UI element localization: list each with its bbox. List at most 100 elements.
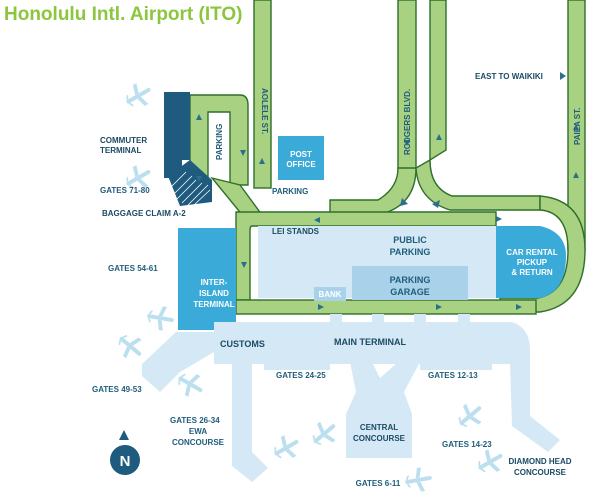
garage-label-2: GARAGE <box>390 287 430 297</box>
commuter-terminal-label-1: COMMUTER <box>100 136 147 145</box>
aolele-street[interactable] <box>253 0 272 189</box>
arrow-icon <box>314 217 320 223</box>
map-title: Honolulu Intl. Airport (ITO) <box>4 4 243 25</box>
customs-label: CUSTOMS <box>220 339 265 349</box>
arrow-icon <box>318 304 324 310</box>
interisland-label-3: TERMINAL <box>193 300 234 309</box>
walkway-1 <box>330 314 342 324</box>
walkway-2 <box>372 314 384 324</box>
ewa-concourse-label-1: EWA <box>189 427 207 436</box>
airplane-icon <box>405 467 432 492</box>
commuter-terminal-label-2: TERMINAL <box>100 146 141 155</box>
arrow-icon <box>241 262 247 268</box>
airplane-icon <box>118 334 142 359</box>
airplane-icon <box>126 165 151 189</box>
airplane-icon <box>458 403 482 428</box>
main-terminal-label: MAIN TERMINAL <box>334 337 406 347</box>
interisland-label-2: ISLAND <box>199 289 229 298</box>
airplane-icon <box>312 421 336 446</box>
central-concourse[interactable] <box>346 362 420 458</box>
arrow-icon <box>240 150 246 156</box>
buildings <box>142 92 566 482</box>
parking-garage[interactable] <box>352 266 468 300</box>
compass-circle <box>110 445 140 475</box>
walkway-4 <box>458 314 470 324</box>
traffic-arrows <box>196 72 579 310</box>
walkway-3 <box>414 314 426 324</box>
gates-12-13-label: GATES 12-13 <box>428 371 478 380</box>
east-road[interactable] <box>429 0 447 162</box>
arrow-icon <box>196 114 202 120</box>
car-rental-building[interactable] <box>496 226 566 298</box>
public-parking-label-1: PUBLIC <box>393 235 427 245</box>
compass: N <box>110 430 140 475</box>
airplanes <box>118 83 503 492</box>
baggage-claim-building[interactable] <box>168 160 212 206</box>
central-concourse-label-2: CONCOURSE <box>353 434 406 443</box>
arrow-icon <box>573 124 579 130</box>
east-to-waikiki-label: EAST TO WAIKIKI <box>475 72 543 81</box>
interisland-label-1: INTER- <box>201 278 228 287</box>
car-rental-label-1: CAR RENTAL <box>506 248 558 257</box>
car-rental-label-3: & RETURN <box>511 268 553 277</box>
aolele-street-label: AOLELE ST. <box>260 88 269 134</box>
diamond-head-label-1: DIAMOND HEAD <box>508 457 571 466</box>
central-concourse-label-1: CENTRAL <box>360 423 398 432</box>
lei-stands-label: LEI STANDS <box>272 227 320 236</box>
road-network <box>189 0 586 315</box>
rodgers-curve[interactable] <box>329 167 417 215</box>
post-office-label-2: OFFICE <box>286 160 316 169</box>
arrow-icon <box>432 200 440 208</box>
rodgers-boulevard-label: RODGERS BLVD. <box>403 89 412 155</box>
airplane-icon <box>478 449 503 473</box>
arrow-icon <box>573 172 579 178</box>
airplane-icon <box>126 83 151 107</box>
interisland-terminal-building[interactable] <box>178 228 236 330</box>
bank-label: BANK <box>318 290 341 299</box>
baggage-claim-hatch <box>169 171 211 206</box>
diamond-head-label-2: CONCOURSE <box>514 468 567 477</box>
diamond-head-concourse[interactable] <box>510 362 560 452</box>
gates-14-23-label: GATES 14-23 <box>442 440 492 449</box>
arrow-icon <box>196 176 202 182</box>
parking-small-label: PARKING <box>272 187 308 196</box>
compass-letter: N <box>120 453 131 470</box>
arrow-icon <box>436 134 442 140</box>
gate-stubs-24-25 <box>264 362 330 370</box>
gates-6-11-label: GATES 6-11 <box>356 479 401 488</box>
car-rental-label-2: PICKUP <box>517 258 548 267</box>
arrow-icon <box>560 72 566 80</box>
airplane-icon <box>147 306 174 331</box>
arrow-icon <box>404 140 410 146</box>
public-parking-label-2: PARKING <box>390 247 431 257</box>
arrow-icon <box>496 216 502 222</box>
ewa-concourse[interactable] <box>232 362 268 482</box>
post-office-building[interactable] <box>278 136 324 180</box>
gates-24-25-label: GATES 24-25 <box>276 371 326 380</box>
gates-54-61-label: GATES 54-61 <box>108 264 158 273</box>
gates-71-80-label: GATES 71-80 <box>100 186 150 195</box>
rodgers-curve-right[interactable] <box>415 158 541 211</box>
arrow-icon <box>400 198 408 206</box>
garage-label-1: PARKING <box>390 275 431 285</box>
commuter-terminal-building[interactable] <box>164 92 190 178</box>
north-arrow-icon <box>119 430 129 440</box>
arrow-icon <box>516 304 522 310</box>
paiea-street-label: PAIEA ST. <box>573 108 582 145</box>
ewa-concourse-label-2: CONCOURSE <box>172 438 225 447</box>
main-terminal-building[interactable] <box>214 322 530 364</box>
bank-building[interactable] <box>314 287 346 301</box>
gates-49-53-pier[interactable] <box>142 332 214 392</box>
gate-stubs-12-13 <box>420 362 492 370</box>
gates-49-53-label: GATES 49-53 <box>92 385 142 394</box>
arrow-icon <box>259 158 265 164</box>
parking-vertical-label: PARKING <box>215 124 224 160</box>
baggage-claim-label: BAGGAGE CLAIM A-2 <box>102 209 186 218</box>
inner-loop-bottom[interactable] <box>235 299 537 315</box>
post-office-label-1: POST <box>290 150 312 159</box>
arrow-icon <box>436 304 442 310</box>
airplane-icon <box>274 435 299 459</box>
airplane-icon <box>178 373 203 397</box>
gates-26-34-label: GATES 26-34 <box>170 416 220 425</box>
